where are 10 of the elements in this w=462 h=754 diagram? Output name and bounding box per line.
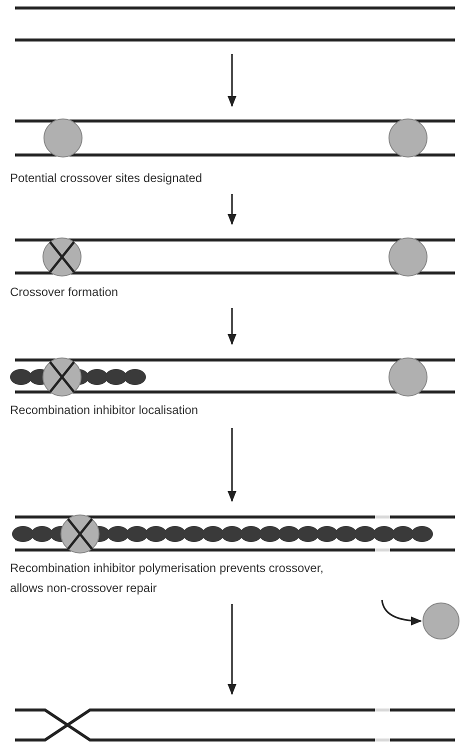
arrow xyxy=(228,428,236,502)
arrow xyxy=(228,54,236,108)
stage-label: Recombination inhibitor polymerisation prevents crossover, allows non-crossover repair xyxy=(10,560,324,597)
arrow xyxy=(228,194,236,226)
stage-label: Recombination inhibitor localisation xyxy=(10,402,200,419)
stage-label: Potential crossover sites designated xyxy=(10,170,204,187)
arrow xyxy=(381,600,422,626)
arrow xyxy=(228,308,236,346)
arrow xyxy=(228,604,236,696)
stage-label: Crossover formation xyxy=(10,284,120,301)
